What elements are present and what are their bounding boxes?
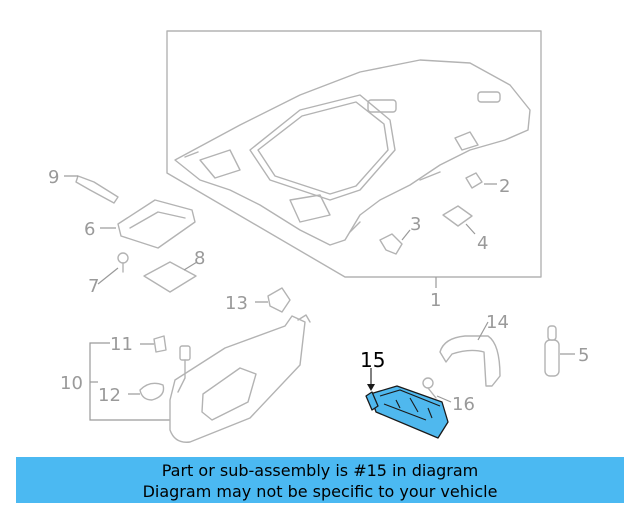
- map-lamp-6-body: [117, 199, 196, 249]
- callout-7: 7: [88, 276, 99, 297]
- headliner-edge-details: [184, 151, 441, 233]
- clip-part-2: [465, 172, 497, 189]
- clip-4-shape: [442, 205, 473, 227]
- visor-rod: [177, 345, 191, 393]
- headliner-detail-center: [289, 194, 331, 223]
- sunroof-opening: [249, 94, 396, 201]
- callout-16: 16: [452, 394, 475, 415]
- screw-16-head: [422, 377, 434, 389]
- headliner-part-1: [166, 30, 542, 278]
- callout-12: 12: [98, 385, 121, 406]
- pad-12-shape: [139, 382, 165, 401]
- sun-visor-body: [169, 315, 306, 443]
- console-15-detail: [379, 389, 441, 421]
- headliner-detail-left: [199, 149, 241, 179]
- plug-5-tip: [547, 325, 557, 341]
- callout-13: 13: [225, 293, 248, 314]
- bracket-9-body: [75, 175, 119, 204]
- callout-6: 6: [84, 219, 95, 240]
- screw-16-shank: [427, 387, 437, 399]
- clip-part-11: [140, 335, 167, 353]
- console-15-end-cap: [365, 391, 379, 411]
- pad-part-12: [128, 382, 165, 401]
- visor-rod-shaft: [177, 359, 186, 393]
- screw-7-head: [117, 252, 129, 264]
- headliner-frame: [166, 30, 542, 278]
- headliner-rear-cutout: [477, 91, 501, 103]
- callout-9: 9: [48, 167, 59, 188]
- console-15-arrow: [367, 384, 375, 391]
- callout-10: 10: [60, 373, 83, 394]
- sun-visor-mirror: [201, 367, 257, 421]
- map-lamp-part-6: [100, 199, 196, 249]
- console-15-body: [369, 385, 449, 439]
- callout-15-highlighted: 15: [360, 348, 385, 372]
- plug-5-body: [544, 339, 560, 377]
- grab-handle-part-14: [439, 321, 501, 387]
- callout-2: 2: [499, 176, 510, 197]
- clip-11-shape: [153, 335, 167, 353]
- lamp-lens-part-8: [143, 261, 198, 293]
- callout-8: 8: [194, 248, 205, 269]
- callout-1: 1: [430, 290, 441, 311]
- lamp-lens-8-body: [143, 261, 197, 293]
- screw-part-16: [422, 377, 452, 403]
- grab-handle-14-body: [439, 335, 501, 387]
- headliner-lamp-cutout: [367, 99, 397, 113]
- clip-part-4: [442, 205, 476, 235]
- callout-3: 3: [410, 214, 421, 235]
- callout-11: 11: [110, 334, 133, 355]
- info-banner: Part or sub-assembly is #15 in diagram D…: [16, 457, 624, 503]
- clip-13-shape: [267, 287, 291, 313]
- clip-3-shape: [379, 233, 403, 255]
- banner-line-part-number: Part or sub-assembly is #15 in diagram: [161, 461, 479, 480]
- overhead-console-part-15: [365, 368, 449, 439]
- map-lamp-6-detail: [129, 211, 186, 229]
- bracket-part-9: [64, 175, 119, 204]
- sun-visor-part-10: [89, 314, 311, 443]
- callout-4: 4: [477, 233, 488, 254]
- sunroof-opening-inner: [257, 101, 389, 195]
- callout-14: 14: [486, 312, 509, 333]
- visor-rod-mount: [179, 345, 191, 361]
- callout-5: 5: [578, 345, 589, 366]
- banner-line-disclaimer: Diagram may not be specific to your vehi…: [142, 482, 498, 501]
- sun-visor-tip: [297, 314, 311, 323]
- plug-part-5: [544, 325, 575, 377]
- clip-2-shape: [465, 172, 483, 189]
- clip-part-13: [255, 287, 291, 313]
- screw-part-7: [97, 252, 129, 285]
- headliner-panel: [174, 59, 531, 246]
- headliner-detail-right: [454, 131, 479, 151]
- clip-part-3: [379, 229, 411, 255]
